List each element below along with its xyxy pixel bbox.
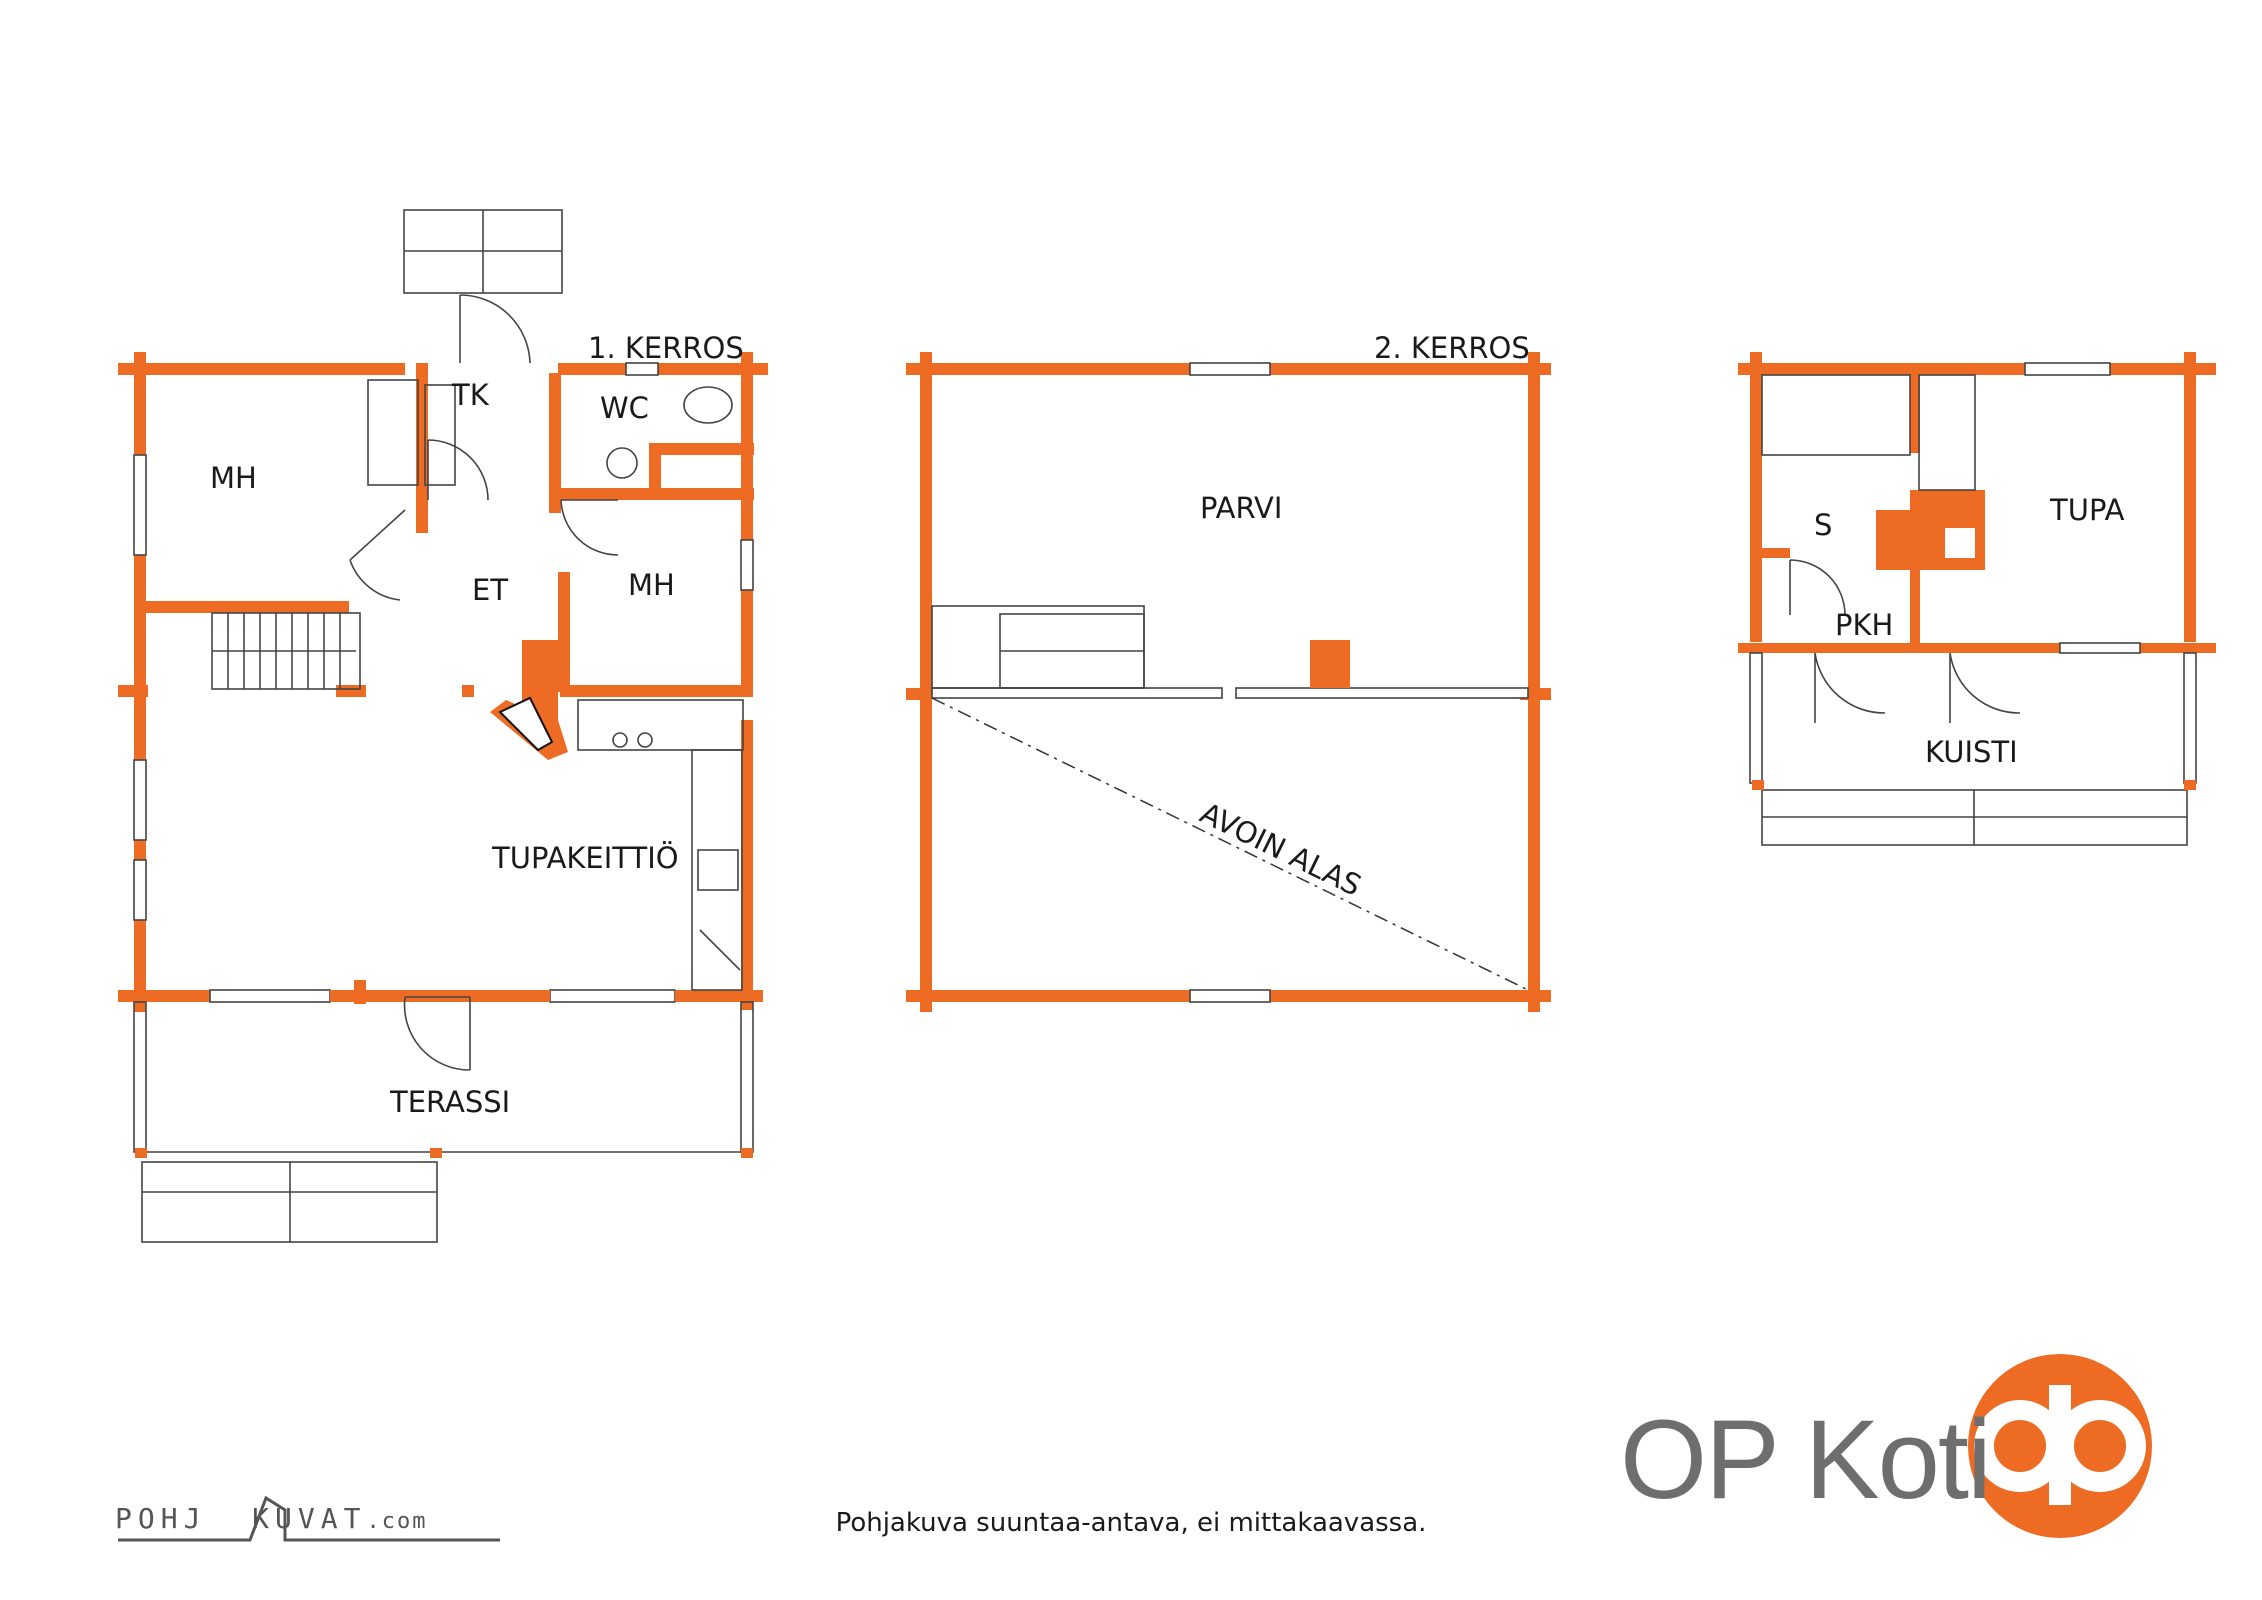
room-et: ET (472, 573, 508, 607)
pohjakuvat-right: KUVAT (252, 1502, 367, 1535)
room-tupa: TUPA (2049, 493, 2125, 527)
floor-label-2: 2. KERROS (1374, 331, 1530, 365)
room-parvi: PARVI (1200, 491, 1282, 525)
pohjakuvat-left: POHJ (115, 1502, 207, 1535)
brand-name: OP Koti (1620, 1397, 1992, 1522)
pohjakuvat-logo-mark (118, 1495, 500, 1542)
pohjakuvat-domain: .com (366, 1509, 428, 1534)
third-floor-plan (1738, 352, 2216, 846)
room-tk: TK (451, 378, 490, 412)
disclaimer-caption: Pohjakuva suuntaa-antava, ei mittakaavas… (835, 1508, 1427, 1538)
room-kuisti: KUISTI (1925, 735, 2018, 769)
room-mh-1: MH (210, 461, 257, 495)
second-floor-plan (906, 352, 1551, 1012)
area-avoin-alas: AVOIN ALAS (1195, 796, 1367, 903)
pohjakuvat-logo: POHJ KUVAT.com (115, 1502, 427, 1535)
room-wc: WC (600, 391, 649, 425)
room-pkh: PKH (1835, 608, 1893, 642)
floor-label-1: 1. KERROS (588, 331, 744, 365)
room-mh-2: MH (628, 568, 675, 602)
op-logo-icon (1968, 1354, 2152, 1538)
room-terassi: TERASSI (389, 1085, 510, 1119)
room-tupakeittio: TUPAKEITTIÖ (491, 841, 679, 875)
room-s: S (1814, 508, 1832, 542)
first-floor-plan (118, 209, 768, 1243)
